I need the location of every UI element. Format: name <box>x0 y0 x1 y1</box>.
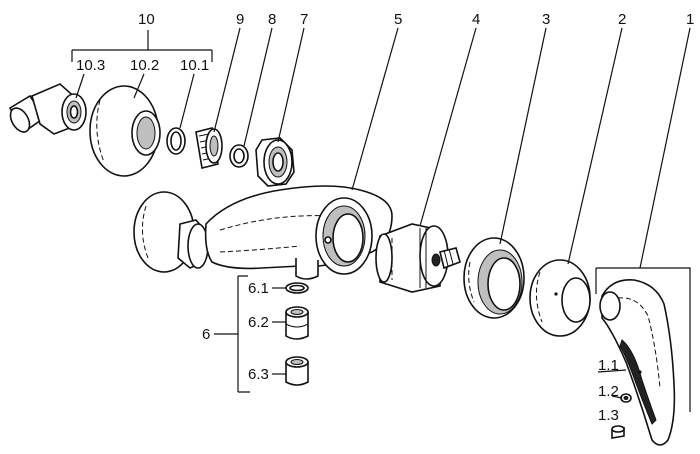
label-9: 9 <box>236 11 244 28</box>
label-6-1: 6.1 <box>248 280 269 297</box>
label-1-2: 1.2 <box>598 383 619 400</box>
label-4: 4 <box>472 11 480 28</box>
part-10-2-rosette <box>89 85 161 177</box>
part-9-threaded-adapter <box>195 127 223 169</box>
part-2-cover-dome <box>529 259 591 337</box>
part-1-2-screw <box>620 393 632 403</box>
label-6-3: 6.3 <box>248 366 269 383</box>
part-6-2-aerator <box>285 306 309 340</box>
label-6-2: 6.2 <box>248 314 269 331</box>
part-1-3-cap <box>611 425 625 439</box>
part-8-washer <box>229 144 249 168</box>
label-10-2: 10.2 <box>130 57 159 74</box>
label-2: 2 <box>618 11 626 28</box>
part-4-cartridge <box>375 223 461 293</box>
part-10-3-elbow-connector <box>8 83 87 135</box>
label-5: 5 <box>394 11 402 28</box>
part-6-1-o-ring <box>285 282 309 294</box>
part-5-mixer-body <box>133 185 393 280</box>
label-1-3: 1.3 <box>598 407 619 424</box>
part-7-nut <box>255 137 295 187</box>
label-7: 7 <box>300 11 308 28</box>
label-10: 10 <box>138 11 155 28</box>
label-8: 8 <box>268 11 276 28</box>
part-1-lever-handle <box>599 279 676 446</box>
label-1: 1 <box>686 11 694 28</box>
label-3: 3 <box>542 11 550 28</box>
label-6: 6 <box>202 326 210 343</box>
part-3-cap-ring <box>463 237 525 319</box>
leader-lines <box>71 27 691 412</box>
label-10-1: 10.1 <box>180 57 209 74</box>
part-10-1-o-ring <box>166 127 186 155</box>
label-1-1: 1.1 <box>598 357 619 374</box>
part-6-3-sleeve <box>285 356 309 386</box>
label-10-3: 10.3 <box>76 57 105 74</box>
